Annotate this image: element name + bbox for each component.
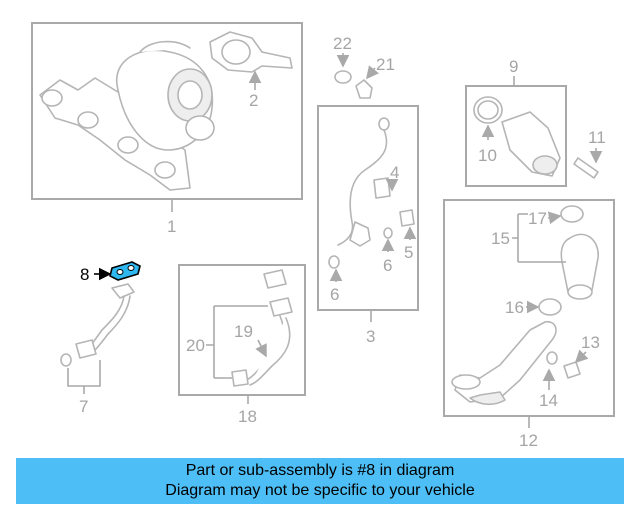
callout-21: 21 — [376, 55, 395, 74]
callout-15: 15 — [491, 229, 510, 248]
sensor-21 — [355, 79, 373, 99]
callout-13: 13 — [581, 333, 600, 352]
banner-line-1: Part or sub-assembly is #8 in diagram — [185, 462, 455, 479]
turbocharger-group: 2 1 — [31, 22, 303, 236]
items-21-22: 22 21 — [333, 34, 395, 99]
callout-10: 10 — [478, 146, 497, 165]
bracket-20 — [206, 305, 268, 379]
callout-12: 12 — [519, 431, 538, 450]
callout-8: 8 — [80, 265, 89, 284]
intake-hose-illustration — [473, 96, 561, 177]
callout-18: 18 — [238, 407, 257, 426]
highlighted-gasket-8[interactable] — [109, 261, 141, 281]
oil-return-group: 8 7 — [60, 261, 141, 416]
callout-9: 9 — [509, 57, 518, 76]
info-banner: Part or sub-assembly is #8 in diagram Di… — [16, 458, 624, 504]
leader-21 — [366, 65, 379, 80]
oil-line-illustration — [328, 117, 415, 269]
callout-6b: 6 — [383, 256, 392, 275]
oil-return-pipe-illustration — [60, 283, 135, 367]
bracket-7 — [67, 360, 101, 387]
leader-17 — [547, 211, 562, 225]
bolt-11 — [573, 157, 599, 179]
callout-2: 2 — [249, 91, 258, 110]
bracket-15 — [512, 213, 566, 263]
leader-19 — [255, 339, 267, 358]
callout-17: 17 — [528, 209, 547, 228]
callout-5: 5 — [404, 243, 413, 262]
washer-22 — [334, 70, 352, 84]
callout-16: 16 — [505, 298, 524, 317]
callout-4: 4 — [390, 163, 399, 182]
intake-hose-group: 9 10 11 — [465, 57, 606, 187]
callout-3: 3 — [366, 327, 375, 346]
callout-20: 20 — [186, 336, 205, 355]
gasket-hole-icon — [127, 265, 135, 271]
turbocharger-illustration — [39, 31, 293, 191]
callout-7: 7 — [79, 397, 88, 416]
banner-line-2: Diagram may not be specific to your vehi… — [165, 482, 475, 499]
callout-22: 22 — [333, 34, 352, 53]
callout-19: 19 — [234, 322, 253, 341]
callout-6a: 6 — [330, 285, 339, 304]
charge-pipe-group: 17 15 16 13 14 12 — [443, 199, 615, 450]
parts-diagram: 2 1 22 21 4 5 6 6 3 — [31, 22, 615, 450]
group-box-3 — [317, 105, 419, 311]
gasket-hole-icon — [116, 269, 124, 275]
callout-1: 1 — [167, 217, 176, 236]
leader-13 — [574, 349, 589, 364]
oil-line-group: 4 5 6 6 3 — [317, 105, 419, 346]
vacuum-hose-group: 19 20 18 — [178, 264, 306, 426]
callout-14: 14 — [539, 391, 558, 410]
callout-11: 11 — [588, 128, 606, 147]
